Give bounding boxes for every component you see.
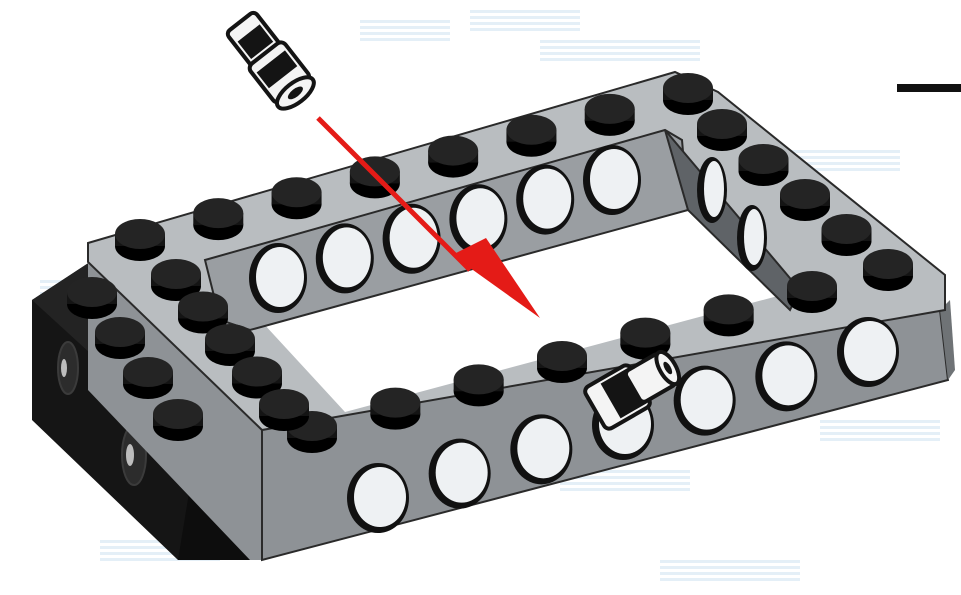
background-stripe [660,578,800,581]
front-hole [354,467,406,527]
inner-hole [323,227,371,287]
frame-front-stud [537,341,587,371]
background-stripe [560,482,690,485]
frame-front-stud [454,364,504,394]
background-stripe [470,10,580,13]
frame-front-stud [370,388,420,418]
brick-stud [153,399,203,429]
background-stripe [470,28,580,31]
frame-back-stud [585,94,635,124]
front-hole [762,345,814,405]
brick-stud [67,277,117,307]
background-stripe [360,32,450,35]
front-hole [681,370,733,430]
frame-back-stud [663,73,713,103]
background-stripe [540,40,700,43]
background-stripe [470,22,580,25]
background-stripe [660,560,800,563]
front-hole [436,443,488,503]
background-stripe [560,488,690,491]
background-stripe [540,58,700,61]
frame-left-stud [151,259,201,289]
frame-left-stud [205,324,255,354]
frame-right-stud [739,144,789,174]
background-stripe [540,52,700,55]
background-stripe [660,572,800,575]
right-wall-hole [744,209,764,265]
background-stripe [540,46,700,49]
background-stripe [820,420,940,423]
front-hole [844,321,896,381]
brick-stud [95,317,145,347]
callout-line-icon [897,84,961,92]
inner-hole [590,149,638,209]
background-stripe [360,38,450,41]
background-stripe [470,16,580,19]
front-hole [517,418,569,478]
background-stripe [820,432,940,435]
frame-left-stud [232,357,282,387]
background-stripe [820,438,940,441]
inner-hole [456,188,504,248]
frame-front-stud [787,271,837,301]
frame-back-stud [115,219,165,249]
frame-front-stud [620,318,670,348]
brick-stud [123,357,173,387]
frame-left-stud [259,389,309,419]
frame-back-stud [193,198,243,228]
frame-right-stud [863,249,913,279]
frame-back-stud [428,136,478,166]
frame-left-stud [178,292,228,322]
background-stripe [780,150,900,153]
inner-hole [523,169,571,229]
frame-right-stud [697,109,747,139]
background-stripe [820,426,940,429]
frame-front-stud [704,294,754,324]
frame-right-stud [822,214,872,244]
background-stripe [360,20,450,23]
inner-hole [256,247,304,307]
frame-back-stud [506,115,556,145]
frame-right-stud [780,179,830,209]
loose-pin-icon [223,8,319,114]
background-stripe [360,26,450,29]
frame-back-stud [272,177,322,207]
background-stripe [660,566,800,569]
right-wall-hole [704,161,724,217]
